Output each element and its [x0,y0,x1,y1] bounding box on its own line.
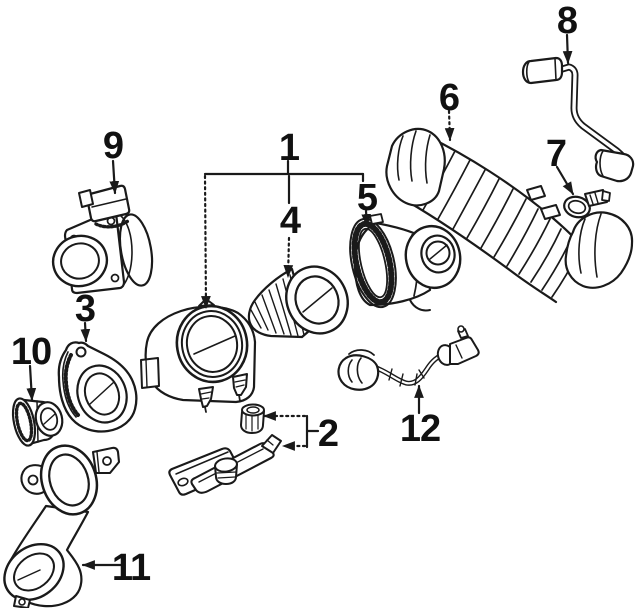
callouts: 1 2 3 4 5 6 7 8 9 10 11 12 [11,0,578,589]
callout-12[interactable]: 12 [400,408,441,450]
callout-3[interactable]: 3 [75,288,96,330]
air-filter-element-drawing [247,265,349,339]
callout-9[interactable]: 9 [103,125,124,167]
callout-11[interactable]: 11 [112,547,152,589]
maf-sensor-drawing [51,184,154,295]
sensor-harness-drawing [337,325,480,391]
leader-lines [26,33,575,570]
callout-1[interactable]: 1 [279,127,301,169]
vacuum-tube-drawing [521,56,635,183]
callout-5[interactable]: 5 [357,177,379,219]
intake-tube-drawing [3,444,121,608]
air-intake-hose-drawing [385,127,634,304]
intake-adapter-drawing [11,397,64,447]
air-cleaner-cover-drawing [349,213,462,312]
hose-clamp-drawing [563,189,611,219]
callout-6[interactable]: 6 [439,77,460,119]
callout-2[interactable]: 2 [318,413,339,455]
support-bracket-drawing [57,341,138,433]
callout-7[interactable]: 7 [546,133,567,175]
air-cleaner-housing-drawing [140,298,257,413]
callout-4[interactable]: 4 [280,200,302,242]
callout-8[interactable]: 8 [557,0,578,42]
callout-10[interactable]: 10 [11,331,52,373]
mount-bracket-drawing [168,403,282,496]
